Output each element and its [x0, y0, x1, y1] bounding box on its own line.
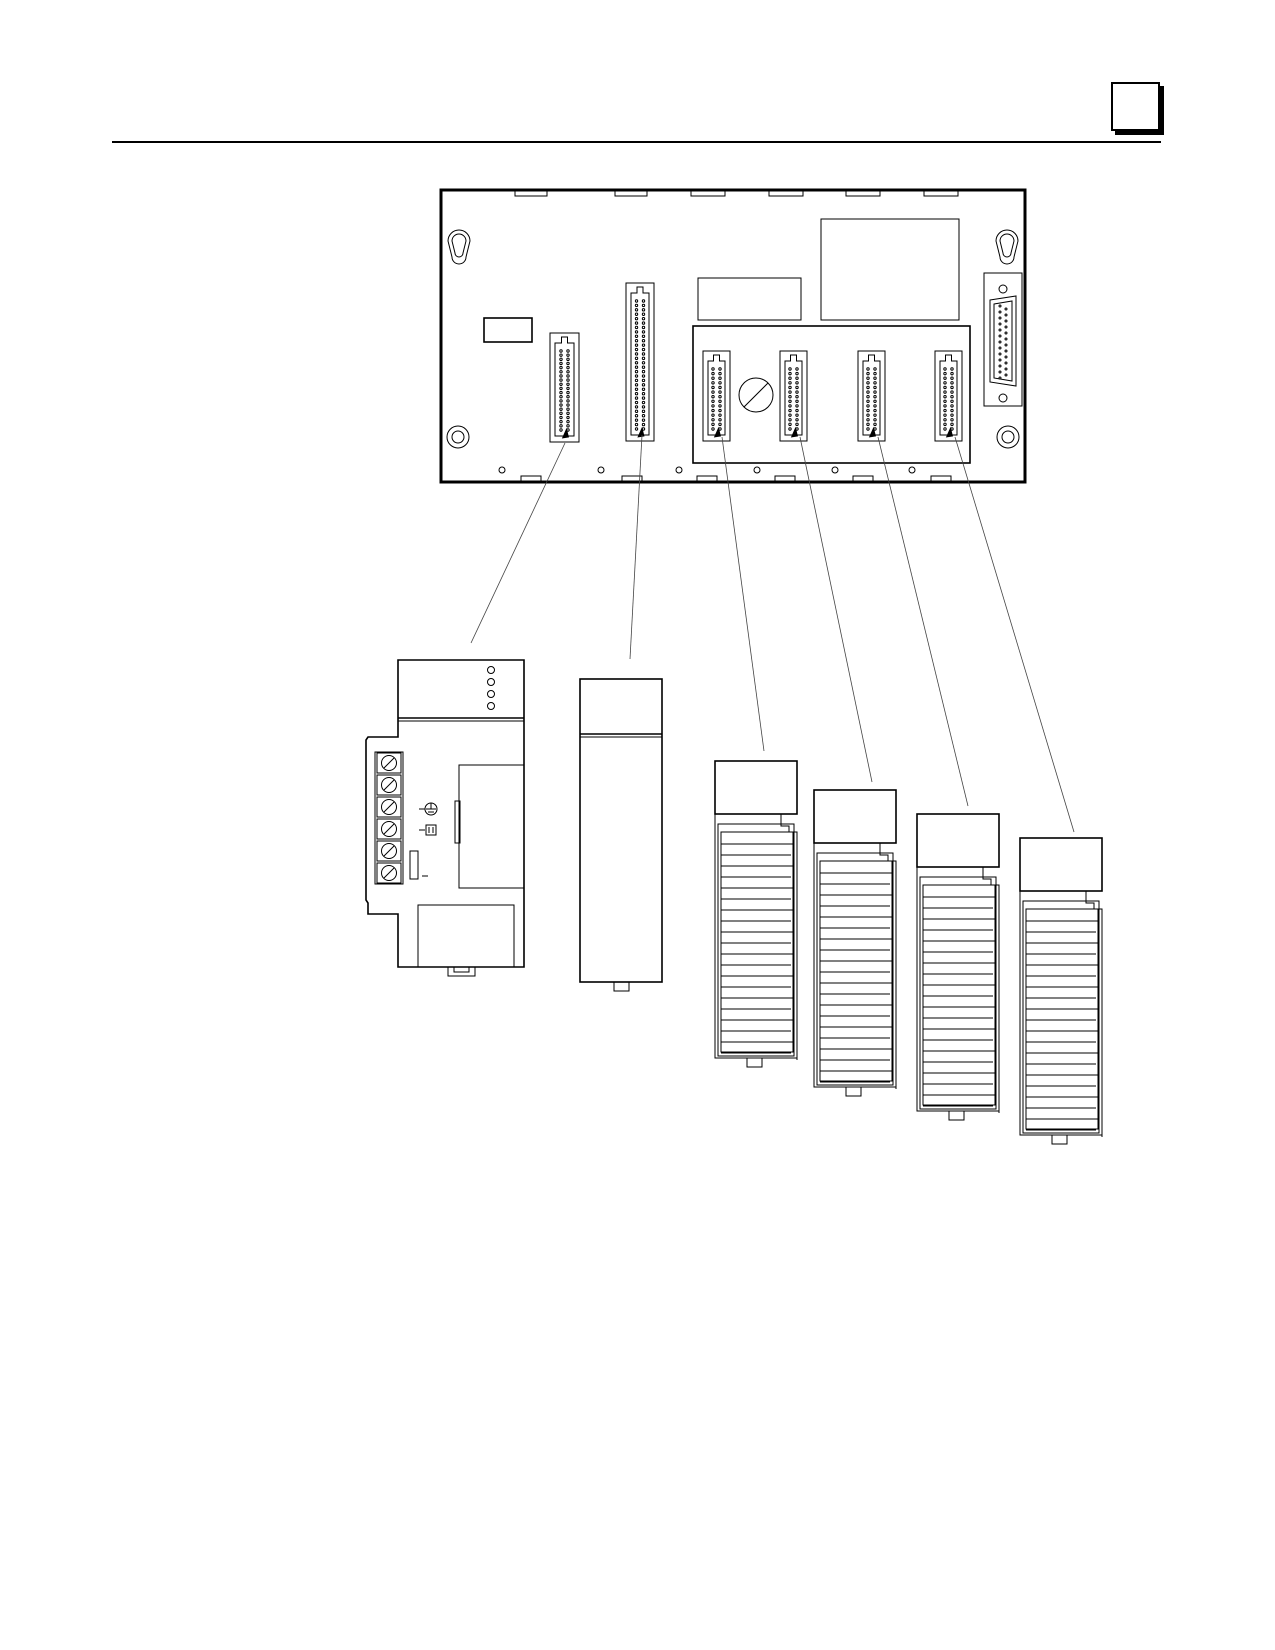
slot-connector-6 [934, 350, 963, 442]
terminal-block [374, 751, 404, 885]
io-modules [714, 760, 1103, 1145]
ground-symbol [419, 802, 438, 816]
power-supply-module [365, 659, 525, 977]
io-module-3 [916, 813, 1000, 1121]
ps-front-panel [458, 764, 525, 889]
label-medium [697, 277, 802, 321]
baseplate-bottom-holes [498, 466, 916, 474]
rotary-switch [738, 377, 774, 413]
label-large [820, 218, 960, 321]
slot-connectors [549, 282, 963, 443]
mount-hole-right [996, 425, 1020, 449]
io-section-frame [692, 325, 971, 464]
slot-connector-2 [625, 282, 655, 442]
section-tab [1111, 82, 1160, 131]
slot-connector-1 [549, 332, 580, 443]
keyhole-right [995, 229, 1019, 265]
io-module-2 [813, 789, 897, 1097]
label-small [483, 317, 533, 343]
baseplate [439, 188, 1027, 484]
slot-connector-3 [702, 350, 731, 442]
voltage-jumper [409, 850, 419, 880]
baseplate-top-tabs [514, 189, 959, 197]
leader-lines [470, 434, 1075, 833]
ps-lower-panel [417, 904, 515, 968]
header-rule [112, 141, 1161, 143]
frame-ground-symbol [419, 824, 437, 836]
status-leds [487, 666, 495, 710]
keyhole-left [447, 229, 471, 265]
cpu-module [579, 678, 663, 992]
io-latch [746, 1057, 763, 1068]
mount-hole-left [446, 425, 470, 449]
expansion-port-connector [983, 272, 1023, 407]
slot-connector-4 [779, 350, 808, 442]
baseplate-bottom-tabs [520, 475, 952, 483]
io-latch [845, 1086, 862, 1097]
io-module-4 [1019, 837, 1103, 1145]
io-latch [948, 1110, 965, 1121]
io-module-1 [714, 760, 798, 1068]
io-latch [1051, 1134, 1068, 1145]
cpu-latch [613, 981, 630, 992]
slot-connector-5 [857, 350, 886, 442]
